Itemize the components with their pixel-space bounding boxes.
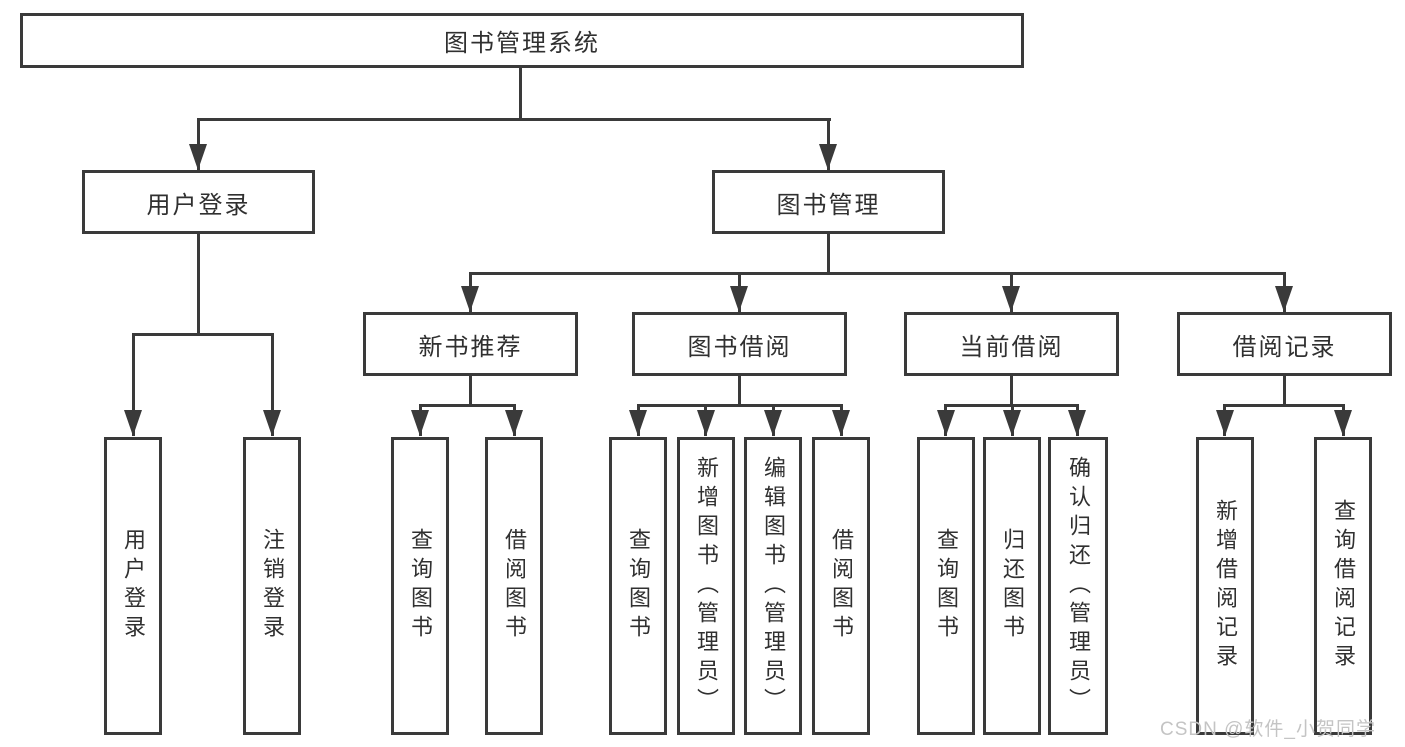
node-label: 查询图书: [626, 528, 651, 644]
leaf-user-login: 用户登录: [104, 437, 162, 735]
node-label: 借阅记录: [1232, 333, 1337, 361]
node-label: 新增图书（管理员）: [694, 455, 719, 717]
node-label: 借阅图书: [502, 528, 527, 644]
arrow-down-icon: [1216, 410, 1234, 436]
arrow-down-icon: [832, 410, 850, 436]
csdn-watermark: CSDN @软件_小贺同学: [1160, 719, 1376, 740]
node-root: 图书管理系统: [20, 13, 1024, 68]
leaf-current-confirm-return-admin: 确认归还（管理员）: [1048, 437, 1108, 735]
node-book-borrow: 图书借阅: [632, 312, 847, 376]
arrow-down-icon: [730, 286, 748, 312]
arrow-down-icon: [461, 286, 479, 312]
node-label: 用户登录: [121, 528, 146, 644]
connector-line: [132, 333, 135, 436]
connector-line: [637, 404, 843, 407]
arrow-down-icon: [189, 144, 207, 170]
arrow-down-icon: [1003, 410, 1021, 436]
arrow-down-icon: [1002, 286, 1020, 312]
arrow-down-icon: [629, 410, 647, 436]
node-new-book-recommend: 新书推荐: [363, 312, 578, 376]
node-label: 用户登录: [146, 191, 251, 219]
arrow-down-icon: [697, 410, 715, 436]
connector-line: [519, 68, 522, 119]
node-user-login: 用户登录: [82, 170, 315, 234]
node-label: 编辑图书（管理员）: [761, 455, 786, 717]
node-label: 图书管理: [776, 191, 881, 219]
node-label: 图书借阅: [687, 333, 792, 361]
leaf-records-query-record: 查询借阅记录: [1314, 437, 1372, 735]
connector-line: [1010, 376, 1013, 406]
arrow-down-icon: [124, 410, 142, 436]
arrow-down-icon: [263, 410, 281, 436]
leaf-current-query-books: 查询图书: [917, 437, 975, 735]
connector-line: [469, 376, 472, 406]
connector-line: [827, 234, 830, 275]
leaf-borrow-add-books-admin: 新增图书（管理员）: [677, 437, 735, 735]
connector-line: [197, 118, 831, 121]
leaf-records-add-record: 新增借阅记录: [1196, 437, 1254, 735]
leaf-current-return-books: 归还图书: [983, 437, 1041, 735]
node-label: 查询借阅记录: [1331, 499, 1356, 673]
leaf-logout: 注销登录: [243, 437, 301, 735]
node-label: 查询图书: [408, 528, 433, 644]
arrow-down-icon: [937, 410, 955, 436]
node-book-management: 图书管理: [712, 170, 945, 234]
node-label: 新增借阅记录: [1213, 499, 1238, 673]
connector-line: [132, 333, 274, 336]
leaf-recommend-query-books: 查询图书: [391, 437, 449, 735]
node-borrow-records: 借阅记录: [1177, 312, 1392, 376]
connector-line: [1283, 376, 1286, 406]
leaf-borrow-query-books: 查询图书: [609, 437, 667, 735]
arrow-down-icon: [1334, 410, 1352, 436]
connector-line: [419, 404, 516, 407]
node-label: 查询图书: [934, 528, 959, 644]
node-label: 借阅图书: [829, 528, 854, 644]
arrow-down-icon: [505, 410, 523, 436]
node-label: 当前借阅: [959, 333, 1064, 361]
arrow-down-icon: [1068, 410, 1086, 436]
arrow-down-icon: [819, 144, 837, 170]
connector-line: [469, 272, 1286, 275]
node-current-borrow: 当前借阅: [904, 312, 1119, 376]
leaf-borrow-borrow-books: 借阅图书: [812, 437, 870, 735]
node-label: 注销登录: [260, 528, 285, 644]
node-label: 图书管理系统: [444, 30, 600, 57]
connector-line: [738, 376, 741, 406]
leaf-borrow-edit-books-admin: 编辑图书（管理员）: [744, 437, 802, 735]
connector-line: [1223, 404, 1345, 407]
node-label: 确认归还（管理员）: [1066, 455, 1091, 717]
arrow-down-icon: [1275, 286, 1293, 312]
arrow-down-icon: [411, 410, 429, 436]
arrow-down-icon: [764, 410, 782, 436]
node-label: 新书推荐: [418, 333, 523, 361]
node-label: 归还图书: [1000, 528, 1025, 644]
leaf-recommend-borrow-books: 借阅图书: [485, 437, 543, 735]
connector-line: [197, 234, 200, 336]
connector-line: [271, 333, 274, 436]
